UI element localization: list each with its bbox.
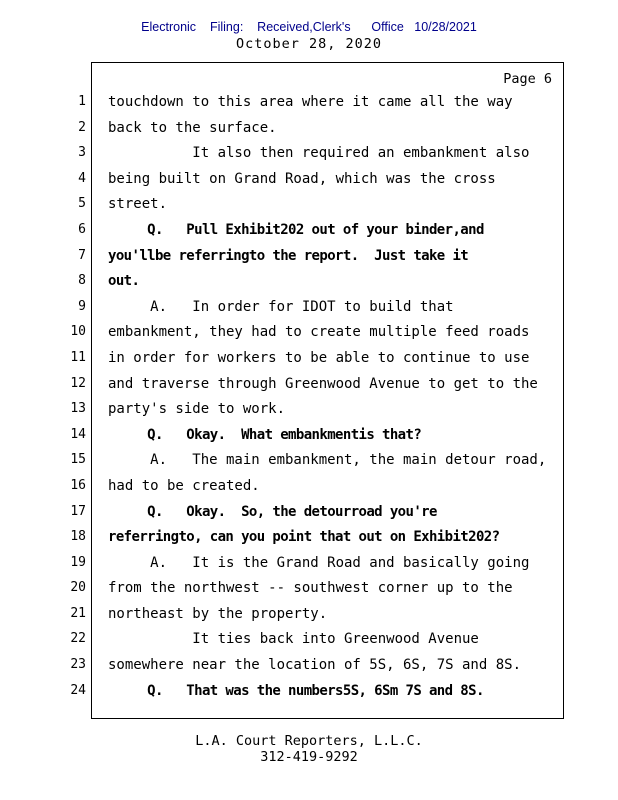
line-number: 24 (70, 682, 86, 698)
line-number: 9 (78, 298, 86, 314)
line-number: 11 (70, 349, 86, 365)
line-text: A. In order for IDOT to build that (108, 298, 454, 315)
line-text: It ties back into Greenwood Avenue (108, 631, 479, 648)
transcript-line: 12 and traverse through Greenwood Avenue … (0, 375, 618, 401)
line-number: 8 (78, 273, 86, 289)
line-text: Q. Okay. So, the detourroad you're (108, 503, 437, 520)
transcript-line: 23 somewhere near the location of 5S, 6S,… (0, 656, 618, 682)
line-text: from the northwest -- southwest corner u… (108, 580, 513, 597)
line-text: back to the surface. (108, 119, 277, 136)
transcript-line: 5 street. (0, 195, 618, 221)
line-number: 2 (78, 119, 86, 135)
line-number: 14 (70, 426, 86, 442)
line-number: 23 (70, 657, 86, 673)
line-text: had to be created. (108, 477, 260, 494)
line-text: Q. Pull Exhibit202 out of your binder,an… (108, 221, 484, 238)
transcript-line: 16 had to be created. (0, 477, 618, 503)
court-reporter-phone: 312-419-9292 (260, 749, 358, 765)
line-text: in order for workers to be able to conti… (108, 349, 530, 366)
transcript-lines: 1 touchdown to this area where it came al… (0, 93, 618, 707)
line-text: It also then required an embankment also (108, 145, 530, 162)
line-text: A. It is the Grand Road and basically go… (108, 554, 530, 571)
court-reporter-name: L.A. Court Reporters, L.L.C. (195, 733, 423, 749)
transcript-line: 21 northeast by the property. (0, 605, 618, 631)
line-text: you'llbe referringto the report. Just ta… (108, 247, 469, 264)
line-number: 6 (78, 221, 86, 237)
line-number: 19 (70, 554, 86, 570)
line-number: 15 (70, 452, 86, 468)
line-text: touchdown to this area where it came all… (108, 94, 513, 110)
efiling-stamp: Electronic Filing: Received,Clerk's Offi… (141, 20, 477, 34)
line-text: being built on Grand Road, which was the… (108, 170, 496, 187)
line-text: A. The main embankment, the main detour … (108, 452, 547, 469)
transcript-line: 9 A. In order for IDOT to build that (0, 298, 618, 324)
line-number: 1 (78, 94, 86, 109)
transcript-line: 17 Q. Okay. So, the detourroad you're (0, 503, 618, 529)
transcript-line: 19 A. It is the Grand Road and basically… (0, 554, 618, 580)
transcript-date: October 28, 2020 (235, 36, 383, 52)
transcript-line: 6 Q. Pull Exhibit202 out of your binder,… (0, 221, 618, 247)
line-number: 13 (70, 401, 86, 417)
line-number: 12 (70, 375, 86, 391)
line-number: 10 (70, 324, 86, 340)
transcript-line: 3 It also then required an embankment al… (0, 144, 618, 170)
transcript-line: 14 Q. Okay. What embankmentis that? (0, 426, 618, 452)
transcript-line: 7 you'llbe referringto the report. Just t… (0, 247, 618, 273)
line-text: street. (108, 196, 168, 213)
line-text: party's side to work. (108, 401, 286, 418)
line-number: 5 (78, 196, 86, 212)
line-number: 4 (78, 170, 86, 186)
transcript-line: 22 It ties back into Greenwood Avenue (0, 630, 618, 656)
transcript-line: 1 touchdown to this area where it came al… (0, 93, 618, 119)
transcript-line: 4 being built on Grand Road, which was th… (0, 170, 618, 196)
transcript-line: 15 A. The main embankment, the main deto… (0, 451, 618, 477)
line-text: northeast by the property. (108, 605, 328, 622)
transcript-line: 18 referringto, can you point that out on… (0, 528, 618, 554)
page-border-box (91, 62, 564, 719)
line-number: 7 (78, 247, 86, 263)
line-number: 20 (70, 580, 86, 596)
line-number: 21 (70, 605, 86, 621)
line-text: somewhere near the location of 5S, 6S, 7… (108, 657, 522, 674)
line-number: 3 (78, 145, 86, 161)
line-number: 16 (70, 477, 86, 493)
transcript-line: 24 Q. That was the numbers5S, 6Sm 7S and… (0, 682, 618, 708)
line-number: 18 (70, 529, 86, 545)
transcript-line: 11 in order for workers to be able to con… (0, 349, 618, 375)
line-text: and traverse through Greenwood Avenue to… (108, 375, 538, 392)
line-text: embankment, they had to create multiple … (108, 324, 530, 341)
page-number-label: Page 6 (503, 71, 552, 87)
line-text: referringto, can you point that out on E… (108, 529, 500, 546)
line-text: Q. Okay. What embankmentis that? (108, 426, 422, 443)
transcript-line: 8 out. (0, 272, 618, 298)
line-text: out. (108, 273, 140, 290)
transcript-line: 2 back to the surface. (0, 119, 618, 145)
transcript-line: 13 party's side to work. (0, 400, 618, 426)
transcript-line: 10 embankment, they had to create multipl… (0, 323, 618, 349)
line-number: 17 (70, 503, 86, 519)
line-number: 22 (70, 631, 86, 647)
transcript-line: 20 from the northwest -- southwest corner… (0, 579, 618, 605)
line-text: Q. That was the numbers5S, 6Sm 7S and 8S… (108, 682, 484, 699)
